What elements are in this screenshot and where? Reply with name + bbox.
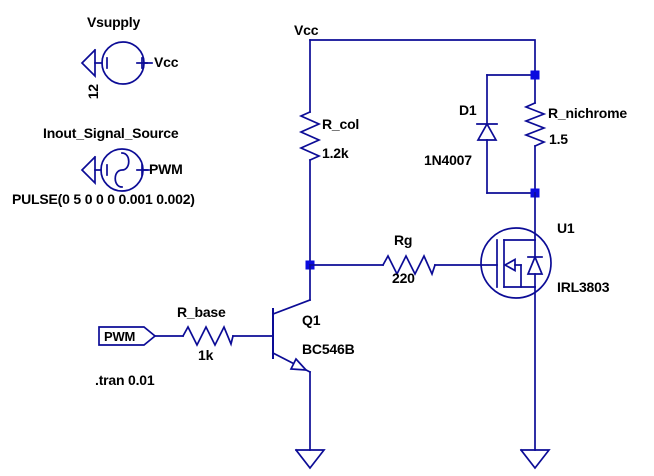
signal-source-value[interactable]: PULSE(0 5 0 0 0 0.001 0.002) — [12, 191, 195, 207]
mosfet-arrow-icon — [503, 258, 516, 272]
d1-value[interactable]: 1N4007 — [424, 152, 472, 168]
r-base-value[interactable]: 1k — [198, 347, 214, 363]
u1-value[interactable]: IRL3803 — [557, 279, 610, 295]
q1-name[interactable]: Q1 — [302, 312, 321, 328]
rg-value[interactable]: 220 — [392, 270, 415, 286]
mosfet-body[interactable] — [480, 227, 552, 299]
u1-name[interactable]: U1 — [557, 220, 575, 236]
bjt-emitter-arrow-icon — [289, 357, 309, 371]
tran-directive[interactable]: .tran 0.01 — [95, 372, 155, 388]
mosfet-body-diode — [526, 254, 544, 275]
ground-symbol-signal[interactable] — [80, 155, 97, 186]
r-base-name[interactable]: R_base — [177, 304, 226, 320]
r-nichrome-name[interactable]: R_nichrome — [548, 105, 627, 121]
resistor-r-nichrome[interactable] — [523, 74, 547, 194]
pwm-flag-label[interactable]: PWM — [104, 329, 136, 344]
r-col-name[interactable]: R_col — [322, 116, 360, 132]
voltage-source-signal[interactable] — [94, 148, 150, 192]
rg-name[interactable]: Rg — [394, 232, 413, 248]
bjt-collector — [271, 298, 312, 316]
resistor-r-base[interactable] — [154, 324, 274, 347]
resistor-r-col[interactable] — [298, 110, 322, 266]
voltage-source-vsupply[interactable] — [94, 41, 153, 85]
vcc-rail-net-label[interactable]: Vcc — [294, 22, 319, 38]
sine-wave-icon — [114, 152, 130, 188]
vsupply-value[interactable]: 12 — [84, 84, 101, 100]
vsupply-net-label[interactable]: Vcc — [154, 54, 179, 70]
diode-d1[interactable] — [476, 74, 536, 194]
junction-dot — [530, 70, 540, 80]
wire-vcc-rail[interactable] — [309, 39, 536, 113]
port-flag-pwm[interactable] — [98, 326, 157, 346]
bjt-q1[interactable] — [271, 264, 312, 451]
mosfet-u1[interactable] — [480, 192, 552, 451]
vsupply-title[interactable]: Vsupply — [87, 14, 141, 30]
r-col-value[interactable]: 1.2k — [322, 145, 349, 161]
signal-source-title[interactable]: Inout_Signal_Source — [43, 125, 179, 141]
signal-source-net-label[interactable]: PWM — [149, 161, 183, 177]
resistor-rg[interactable] — [309, 254, 498, 277]
r-nichrome-value[interactable]: 1.5 — [549, 131, 568, 147]
ground-symbol-emitter[interactable] — [294, 448, 326, 470]
ground-symbol-source[interactable] — [519, 448, 551, 470]
q1-value[interactable]: BC546B — [302, 341, 355, 357]
d1-name[interactable]: D1 — [459, 102, 477, 118]
ground-symbol-vsupply[interactable] — [80, 48, 97, 79]
diode-triangle — [476, 122, 498, 141]
